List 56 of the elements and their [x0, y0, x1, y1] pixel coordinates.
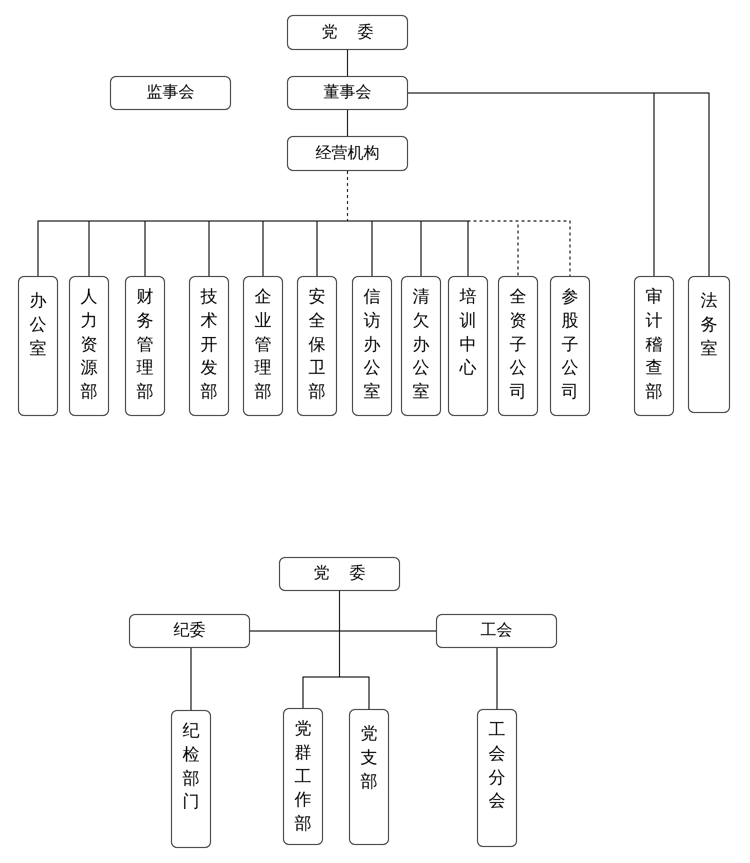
department-box [69, 276, 109, 416]
connector-line [190, 648, 192, 710]
department-box [688, 276, 730, 413]
box-label: 董事会 [324, 82, 372, 103]
box-label: 清欠办公室 [412, 286, 430, 404]
box-label: 全资子公司 [510, 286, 526, 404]
connector-line [316, 220, 348, 276]
department-box [352, 276, 392, 416]
org-box [287, 15, 408, 50]
org-box [279, 557, 400, 591]
department-box [18, 276, 58, 416]
box-label: 党 委 [321, 22, 374, 42]
org-box [436, 614, 557, 648]
box-label: 审计稽查部 [646, 286, 662, 404]
department-box [297, 276, 337, 416]
box-label: 办公室 [30, 290, 46, 360]
org-box [287, 76, 408, 110]
org-box [129, 614, 250, 648]
department-box [189, 276, 229, 416]
box-label: 企业管理部 [254, 286, 272, 404]
department-box [448, 276, 488, 416]
box-label: 经营机构 [316, 144, 380, 164]
org-box [287, 136, 408, 171]
box-label: 人力资源部 [80, 286, 98, 404]
department-box [634, 276, 674, 416]
box-label: 技术开发部 [200, 286, 218, 404]
box-label: 培训中心 [460, 286, 476, 380]
connector-line [347, 220, 570, 276]
department-box [550, 276, 590, 416]
box-label: 信访办公室 [364, 286, 380, 404]
box-label: 安全保卫部 [308, 286, 326, 404]
department-box [477, 709, 517, 847]
department-box [243, 276, 283, 416]
box-label: 纪委 [174, 620, 206, 641]
box-label: 监事会 [146, 82, 194, 103]
department-box [125, 276, 165, 416]
connector-line [347, 110, 348, 136]
department-box [401, 276, 441, 416]
connector-line [347, 50, 348, 76]
department-box [349, 709, 389, 845]
connector-line [339, 590, 370, 710]
box-label: 法务室 [700, 290, 718, 360]
box-label: 工会 [480, 621, 512, 641]
department-box [171, 710, 211, 848]
connector-line [496, 648, 498, 710]
box-label: 党 委 [313, 564, 366, 584]
box-label: 党支部 [360, 723, 378, 793]
box-label: 纪检部门 [182, 720, 200, 814]
department-box [498, 276, 538, 416]
box-label: 工会分会 [488, 719, 506, 812]
box-label: 党群工作部 [294, 718, 312, 836]
box-label: 参股子公司 [562, 286, 578, 404]
org-box [110, 76, 231, 110]
dashed-connector [347, 170, 348, 222]
box-label: 财务管理部 [136, 286, 154, 404]
department-box [283, 708, 323, 845]
